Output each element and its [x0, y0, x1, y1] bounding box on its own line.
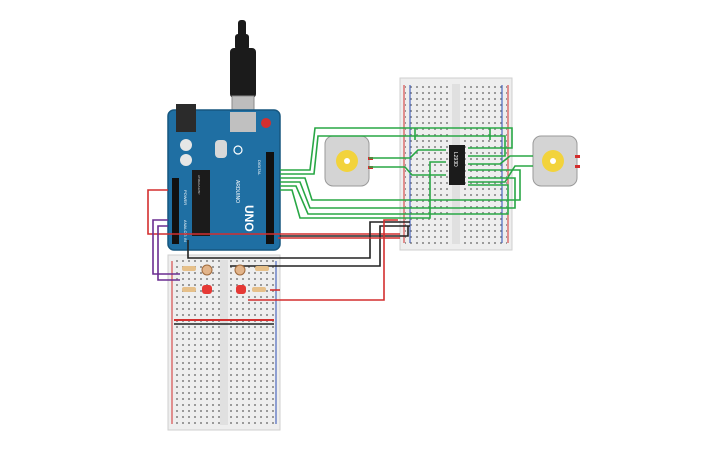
capacitor	[180, 154, 192, 166]
crystal	[215, 140, 227, 158]
power-wires[interactable]	[147, 189, 410, 301]
led[interactable]	[236, 285, 246, 294]
resistor[interactable]	[252, 287, 266, 292]
photoresistor[interactable]	[201, 264, 213, 276]
chip-label: L293D	[452, 152, 458, 167]
uno-logo-text: UNO	[242, 205, 256, 232]
usb-port	[230, 112, 256, 132]
power-label: POWER	[183, 190, 188, 205]
digital-header	[266, 152, 274, 244]
arduino-logo-icon	[233, 145, 243, 155]
photoresistor[interactable]	[234, 264, 246, 276]
led[interactable]	[202, 285, 212, 294]
motor-driver-chip[interactable]: L293D	[449, 145, 465, 185]
atmega-chip	[192, 170, 210, 236]
resistor[interactable]	[182, 266, 196, 271]
resistor[interactable]	[182, 287, 196, 292]
resistor[interactable]	[255, 266, 269, 271]
brand-text: ARDUINO	[234, 180, 240, 203]
digital-label: DIGITAL	[257, 160, 262, 176]
reset-button[interactable]	[261, 118, 271, 128]
power-analog-header	[172, 178, 179, 244]
ic-label: ATMEGA328P	[197, 175, 201, 194]
dc-motor-left[interactable]	[324, 135, 373, 187]
dc-motor-right[interactable]	[532, 135, 580, 187]
power-jack	[176, 104, 196, 132]
capacitor	[180, 139, 192, 151]
sensor-breadboard[interactable]	[167, 254, 281, 431]
arduino-uno[interactable]: UNO ARDUINO DIGITAL POWER ANALOG IN ATME…	[167, 104, 281, 251]
analog-label: ANALOG IN	[183, 220, 188, 242]
green-wires[interactable]	[280, 127, 533, 219]
